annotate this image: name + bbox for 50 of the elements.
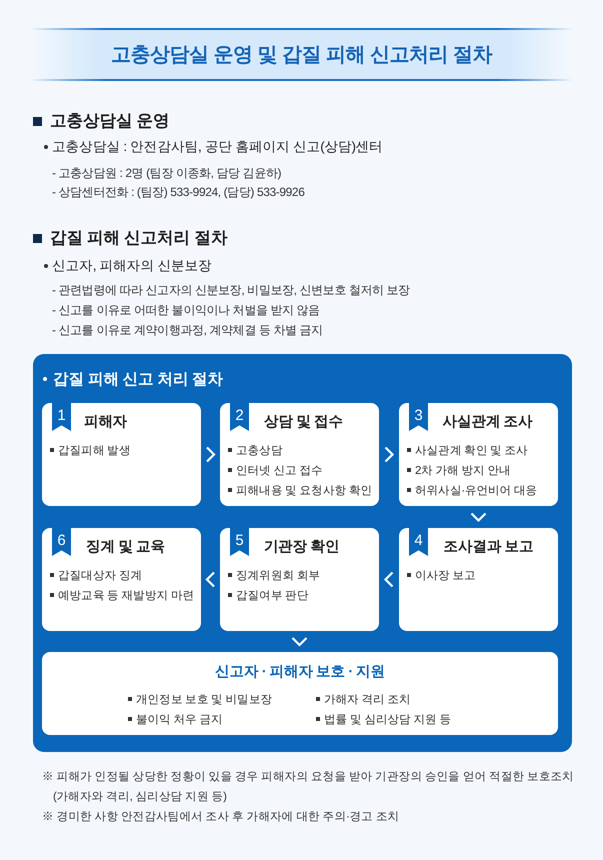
list-item: - 신고를 이유로 계약이행과정, 계약체결 등 차별 금지	[52, 322, 323, 338]
list-item: 징계위원회 회부	[236, 568, 320, 582]
list-item: - 신고를 이유로 어떠한 불이익이나 처벌을 받지 않음	[52, 302, 320, 318]
section-heading: 고충상담실 운영	[50, 111, 170, 132]
list-item: 2차 가해 방지 안내	[415, 464, 511, 478]
step-title: 조사결과 보고	[444, 538, 534, 557]
list-item: 사실관계 확인 및 조사	[415, 444, 528, 458]
list-item: 인터넷 신고 접수	[236, 464, 323, 478]
step-title: 기관장 확인	[264, 538, 340, 557]
number-ribbon: 3	[409, 403, 428, 431]
list-item: 신고자, 피해자의 신분보장	[52, 257, 212, 275]
list-item: 고충상담실 : 안전감사팀, 공단 홈페이지 신고(상담)센터	[52, 138, 383, 156]
step-title: 상담 및 접수	[264, 413, 343, 432]
list-item: 이사장 보고	[415, 568, 476, 582]
step-title: 사실관계 조사	[442, 413, 532, 432]
card-title: 신고자 · 피해자 보호 · 지원	[215, 663, 385, 682]
number-ribbon: 5	[230, 528, 249, 556]
list-item: - 관련법령에 따라 신고자의 신분보장, 비밀보장, 신변보호 철저히 보장	[52, 282, 410, 298]
info-card	[42, 652, 558, 735]
section-heading: 갑질 피해 신고 처리 절차	[53, 370, 224, 390]
number-ribbon: 1	[52, 403, 71, 431]
list-item: - 상담센터전화 : (팀장) 533-9924, (담당) 533-9926	[52, 184, 304, 200]
list-item: 피해내용 및 요청사항 확인	[236, 484, 372, 498]
section-heading: 갑질 피해 신고처리 절차	[50, 228, 228, 249]
step-card	[220, 403, 379, 506]
number-ribbon: 2	[230, 403, 249, 431]
list-item: 불이익 처우 금지	[136, 712, 223, 726]
list-item: 법률 및 심리상담 지원 등	[324, 712, 452, 726]
list-item: 갑질피해 발생	[58, 444, 130, 458]
list-item: 고충상담	[236, 444, 282, 458]
footnote: ※ 경미한 사항 안전감사팀에서 조사 후 가해자에 대한 주의·경고 조치	[42, 810, 400, 825]
list-item: 예방교육 등 재발방지 마련	[58, 588, 194, 602]
process-panel	[33, 354, 572, 752]
title-banner: 고충상담실 운영 및 갑질 피해 신고처리 절차	[30, 28, 573, 81]
list-item: 개인정보 보호 및 비밀보장	[136, 692, 272, 706]
list-item: 가해자 격리 조치	[324, 692, 411, 706]
number-ribbon: 6	[52, 528, 71, 556]
step-card	[399, 403, 558, 506]
list-item: 갑질여부 판단	[236, 588, 308, 602]
footnote: ※ 피해가 인정될 상당한 정황이 있을 경우 피해자의 요청을 받아 기관장의 승인을 얻어 적절한 보호조치 (가해자와 격리, 심리상담 지원 등)	[42, 770, 575, 804]
step-title: 징계 및 교육	[86, 538, 165, 557]
step-card	[42, 403, 201, 506]
step-card	[399, 528, 558, 631]
list-item: - 고충상담원 : 2명 (팀장 이종화, 담당 김윤하)	[52, 164, 282, 182]
step-card	[42, 528, 201, 631]
list-item: 허위사실·유언비어 대응	[415, 484, 538, 498]
list-item: 갑질대상자 징계	[58, 568, 142, 582]
step-card	[220, 528, 379, 631]
step-title: 피해자	[84, 413, 128, 432]
number-ribbon: 4	[409, 528, 428, 556]
